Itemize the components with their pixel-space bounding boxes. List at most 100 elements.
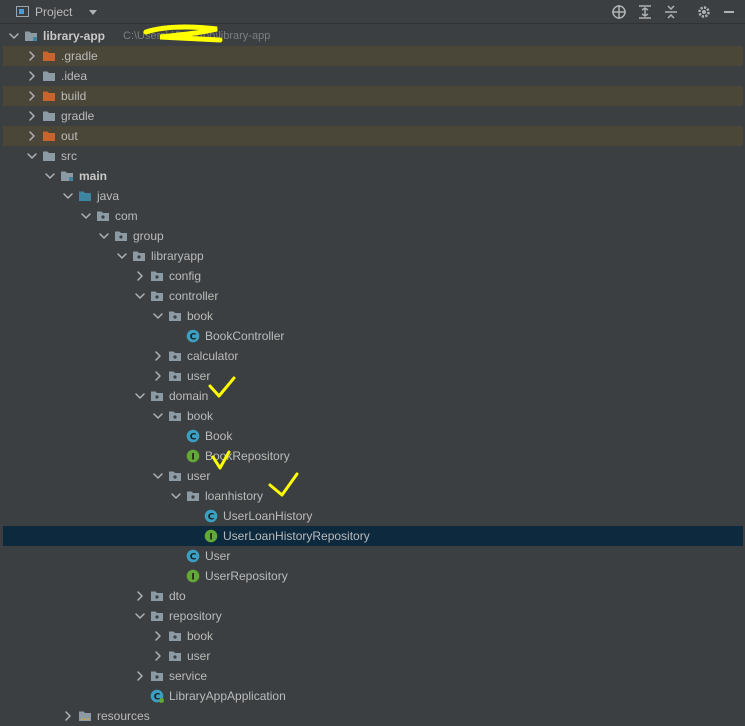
chevron-down-icon[interactable] bbox=[134, 390, 146, 402]
folder-icon bbox=[43, 151, 55, 161]
chevron-down-icon[interactable] bbox=[170, 490, 182, 502]
tree-row[interactable]: .gradle bbox=[3, 46, 743, 66]
tree-row[interactable]: build bbox=[3, 86, 743, 106]
chevron-down-icon[interactable] bbox=[44, 170, 56, 182]
tree-row-label: group bbox=[133, 229, 164, 243]
tree-row[interactable]: dto bbox=[3, 586, 743, 606]
tree-row[interactable]: service bbox=[3, 666, 743, 686]
collapse-all-icon[interactable] bbox=[662, 3, 680, 21]
chevron-right-icon[interactable] bbox=[152, 630, 164, 642]
chevron-down-icon[interactable] bbox=[152, 310, 164, 322]
chevron-down-icon[interactable] bbox=[152, 410, 164, 422]
class-icon: C bbox=[186, 429, 200, 443]
chevron-down-icon[interactable] bbox=[134, 290, 146, 302]
locate-icon[interactable] bbox=[610, 3, 628, 21]
tree-row-label: java bbox=[97, 189, 120, 203]
tree-row-label: domain bbox=[169, 389, 209, 403]
excluded-folder-icon bbox=[43, 91, 55, 101]
tree-row-label: user bbox=[187, 469, 211, 483]
chevron-right-icon[interactable] bbox=[62, 710, 74, 722]
tree-row-label: book bbox=[187, 629, 214, 643]
tree-row-label: User bbox=[205, 549, 231, 563]
tree-row[interactable]: C BookController bbox=[3, 326, 743, 346]
package-icon bbox=[151, 611, 163, 621]
chevron-right-icon[interactable] bbox=[26, 50, 38, 62]
project-window-icon bbox=[16, 6, 29, 17]
panel-title[interactable]: Project bbox=[35, 5, 73, 19]
tree-row[interactable]: user bbox=[3, 366, 743, 386]
tree-row[interactable]: gradle bbox=[3, 106, 743, 126]
chevron-right-icon[interactable] bbox=[134, 270, 146, 282]
chevron-down-icon[interactable] bbox=[80, 210, 92, 222]
tree-row[interactable]: user bbox=[3, 646, 743, 666]
tree-row[interactable]: user bbox=[3, 466, 743, 486]
tree-row-label: calculator bbox=[187, 349, 239, 363]
tree-row[interactable]: group bbox=[3, 226, 743, 246]
chevron-right-icon[interactable] bbox=[26, 90, 38, 102]
tree-row[interactable]: book bbox=[3, 626, 743, 646]
tree-row-label: .idea bbox=[61, 69, 88, 83]
hide-icon[interactable] bbox=[720, 3, 738, 21]
chevron-right-icon[interactable] bbox=[134, 590, 146, 602]
chevron-down-icon[interactable] bbox=[98, 230, 110, 242]
tree-row[interactable]: domain bbox=[3, 386, 743, 406]
tree-row[interactable]: libraryapp bbox=[3, 246, 743, 266]
tree-row[interactable]: I UserRepository bbox=[3, 566, 743, 586]
chevron-down-icon[interactable] bbox=[116, 250, 128, 262]
tree-row[interactable]: src bbox=[3, 146, 743, 166]
package-icon bbox=[169, 351, 181, 361]
tree-row[interactable]: resources bbox=[3, 706, 743, 726]
tree-row[interactable]: com bbox=[3, 206, 743, 226]
tree-row-label: libraryapp bbox=[151, 249, 204, 263]
svg-text:I: I bbox=[191, 573, 194, 583]
tree-row[interactable]: book bbox=[3, 406, 743, 426]
chevron-down-icon[interactable] bbox=[86, 5, 100, 19]
expand-all-icon[interactable] bbox=[636, 3, 654, 21]
tree-row[interactable]: repository bbox=[3, 606, 743, 626]
tree-row[interactable]: main bbox=[3, 166, 743, 186]
excluded-folder-icon bbox=[43, 131, 55, 141]
svg-text:C: C bbox=[190, 433, 197, 443]
chevron-down-icon[interactable] bbox=[8, 30, 20, 42]
tree-row[interactable]: .idea bbox=[3, 66, 743, 86]
tree-row-label: BookController bbox=[205, 329, 285, 343]
package-icon bbox=[151, 671, 163, 681]
settings-icon[interactable] bbox=[695, 3, 713, 21]
chevron-right-icon[interactable] bbox=[152, 650, 164, 662]
tree-row-label: UserRepository bbox=[205, 569, 288, 583]
svg-text:I: I bbox=[209, 533, 212, 543]
interface-icon: I bbox=[186, 449, 200, 463]
tree-row[interactable]: loanhistory bbox=[3, 486, 743, 506]
tree-row[interactable]: out bbox=[3, 126, 743, 146]
package-icon bbox=[169, 651, 181, 661]
chevron-down-icon[interactable] bbox=[26, 150, 38, 162]
svg-text:C: C bbox=[208, 513, 215, 523]
tree-row-label: com bbox=[115, 209, 138, 223]
chevron-right-icon[interactable] bbox=[152, 370, 164, 382]
package-icon bbox=[115, 231, 127, 241]
project-panel-header: Project bbox=[0, 0, 745, 24]
tree-row[interactable]: controller bbox=[3, 286, 743, 306]
chevron-right-icon[interactable] bbox=[134, 670, 146, 682]
tree-row[interactable]: book bbox=[3, 306, 743, 326]
chevron-down-icon[interactable] bbox=[62, 190, 74, 202]
tree-row[interactable]: calculator bbox=[3, 346, 743, 366]
svg-text:C: C bbox=[154, 693, 161, 703]
class-icon: C bbox=[186, 329, 200, 343]
excluded-folder-icon bbox=[43, 51, 55, 61]
chevron-right-icon[interactable] bbox=[26, 70, 38, 82]
chevron-down-icon[interactable] bbox=[152, 470, 164, 482]
chevron-right-icon[interactable] bbox=[26, 110, 38, 122]
tree-row[interactable]: java bbox=[3, 186, 743, 206]
chevron-down-icon[interactable] bbox=[134, 610, 146, 622]
chevron-right-icon[interactable] bbox=[152, 350, 164, 362]
tree-row[interactable]: config bbox=[3, 266, 743, 286]
chevron-right-icon[interactable] bbox=[26, 130, 38, 142]
